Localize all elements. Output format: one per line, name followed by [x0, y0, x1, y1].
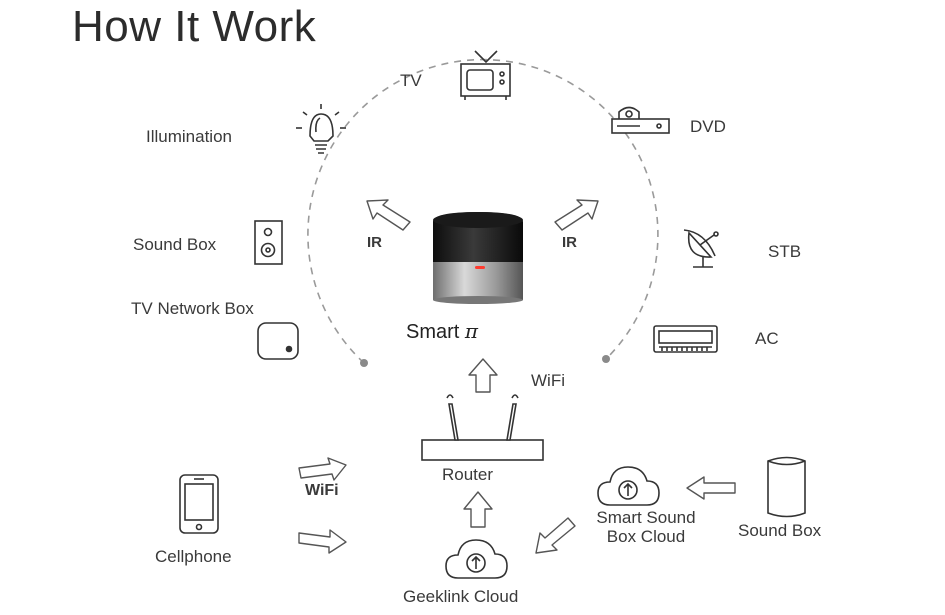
phone-cloud-arrow [298, 529, 347, 554]
router-icon [421, 394, 544, 461]
speaker-cylinder-icon [767, 456, 806, 518]
ir-arrow-right [554, 199, 599, 231]
ac-icon [653, 325, 718, 353]
cellphone-icon [179, 474, 219, 534]
cellphone-label: Cellphone [155, 547, 232, 566]
smart-sound-box-cloud-icon [597, 466, 660, 506]
tv-label: TV [400, 71, 422, 90]
hub-label-pi: π [464, 319, 479, 343]
cloud-to-cloud-arrow [535, 517, 576, 554]
stb-dish-icon [683, 229, 719, 268]
coverage-arc [307, 58, 659, 364]
arc-end-dot-right [602, 355, 610, 363]
phone-wifi-arrow [298, 457, 347, 481]
geeklink-cloud-icon [445, 539, 508, 579]
page-title: How It Work [72, 2, 317, 51]
wifi-phone-label: WiFi [305, 482, 339, 499]
speaker-label: Sound Box [738, 521, 822, 540]
speaker-to-cloud-arrow [686, 476, 736, 500]
tv-icon [460, 50, 511, 100]
sound-box-label: Sound Box [133, 235, 217, 254]
stb-label: STB [768, 242, 802, 261]
geeklink-cloud-label: Geeklink Cloud [403, 587, 519, 606]
arc-end-dot-left [360, 359, 368, 367]
dvd-icon [611, 106, 670, 134]
smart-sound-box-cloud-line1: Smart Sound [596, 508, 696, 527]
cloud-to-router-arrow [463, 491, 493, 528]
wifi-router-label: WiFi [531, 371, 565, 390]
hub-label-text: Smart [406, 321, 460, 343]
tv-network-box-icon [257, 322, 299, 360]
sound-box-speaker-icon [254, 220, 283, 265]
smart-sound-box-cloud-line2: Box Cloud [606, 527, 686, 546]
ir-right-label: IR [562, 234, 577, 251]
illumination-label: Illumination [146, 127, 232, 146]
smart-hub-device [433, 212, 523, 304]
smart-sound-box-cloud-label: Smart Sound Box Cloud [583, 508, 709, 546]
ir-left-label: IR [367, 234, 382, 251]
illumination-bulb-icon [296, 104, 346, 154]
router-label: Router [442, 465, 494, 484]
hub-label: Smart π [406, 319, 478, 344]
dvd-label: DVD [690, 117, 726, 136]
tv-network-box-label: TV Network Box [131, 299, 254, 318]
ac-label: AC [755, 329, 779, 348]
wifi-arrow-up [468, 358, 498, 393]
ir-arrow-left [366, 199, 411, 231]
